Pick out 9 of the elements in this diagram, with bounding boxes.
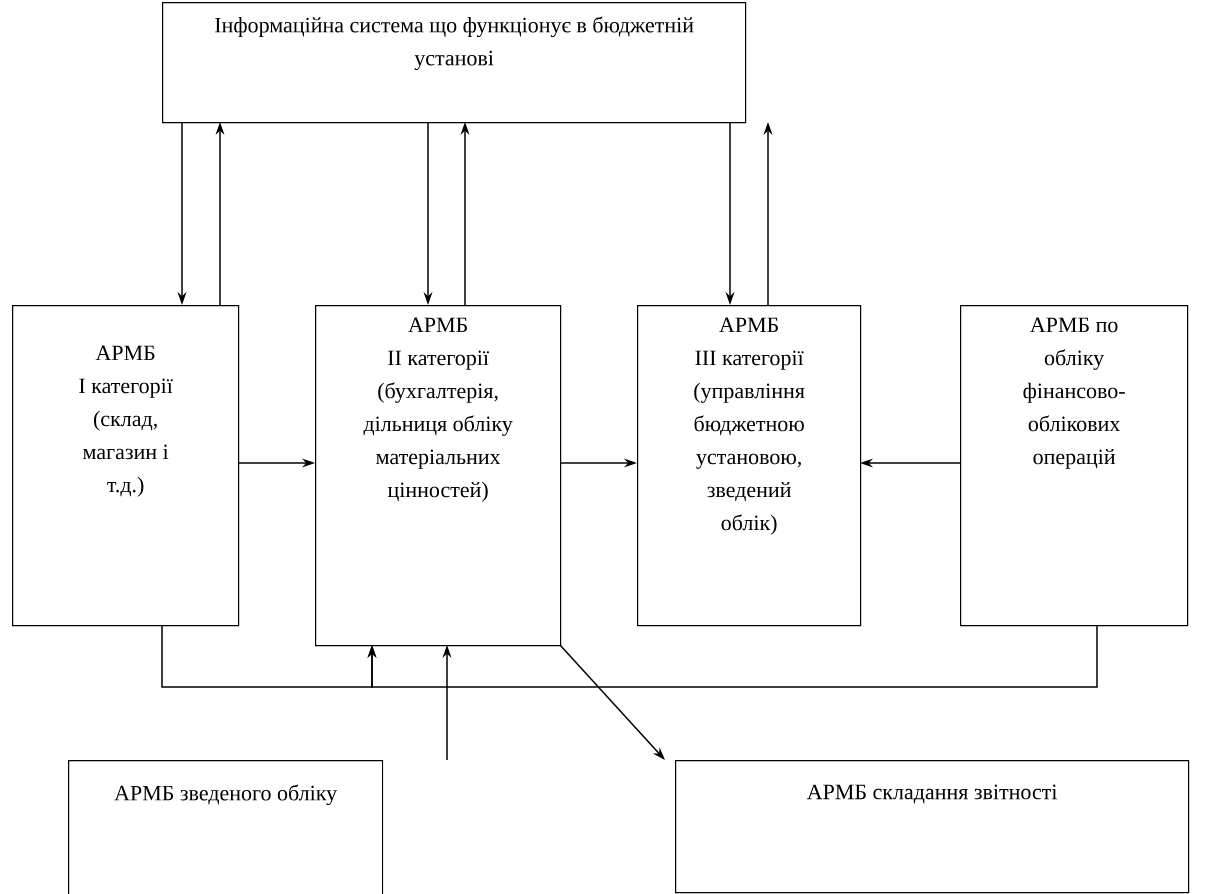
process-box: АРМБ складання звітності [675, 760, 1190, 894]
arrow [559, 644, 665, 760]
arrow [367, 624, 1098, 688]
process-box: АРМБ І категорії (склад, магазин і т.д.) [12, 305, 240, 627]
process-box: АРМБ зведеного обліку [68, 760, 384, 894]
process-box: АРМБ ІІ категорії (бухгалтерія, дільниця обліку матеріальних цінностей) [315, 305, 562, 647]
process-box: Інформаційна система що функціонує в бюджетній установі [162, 2, 747, 124]
process-box: АРМБ по обліку фінансово-облікових операцій [960, 305, 1189, 627]
process-box: АРМБ ІІІ категорії (управління бюджетною установою, зведений облік) [637, 305, 862, 627]
